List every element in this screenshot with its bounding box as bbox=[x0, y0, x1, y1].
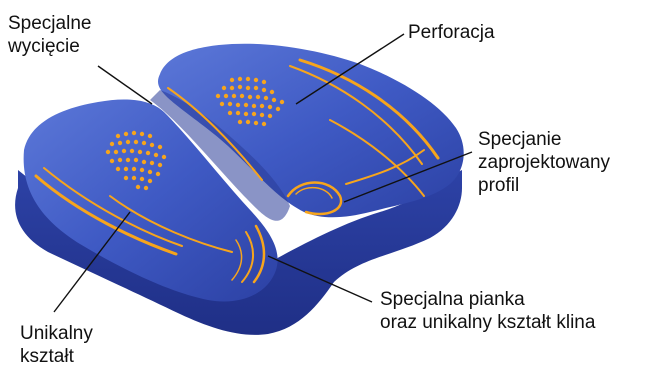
label-cutout-line1: Specjalne bbox=[8, 12, 91, 35]
label-cutout-line2: wycięcie bbox=[8, 35, 91, 58]
label-foam-line1: Specjalna pianka bbox=[380, 288, 595, 311]
label-shape-line2: kształt bbox=[20, 345, 93, 368]
label-profile: Specjanie zaprojektowany profil bbox=[478, 128, 610, 197]
label-cutout: Specjalne wycięcie bbox=[8, 12, 91, 58]
label-profile-line3: profil bbox=[478, 174, 610, 197]
label-profile-line2: zaprojektowany bbox=[478, 151, 610, 174]
label-profile-line1: Specjanie bbox=[478, 128, 610, 151]
label-foam-line2: oraz unikalny kształt klina bbox=[380, 311, 595, 334]
leader-cutout bbox=[98, 66, 152, 104]
label-perforation-line1: Perforacja bbox=[408, 21, 495, 44]
label-perforation: Perforacja bbox=[408, 21, 495, 44]
label-foam: Specjalna pianka oraz unikalny kształt k… bbox=[380, 288, 595, 334]
label-shape: Unikalny kształt bbox=[20, 322, 93, 368]
label-shape-line1: Unikalny bbox=[20, 322, 93, 345]
